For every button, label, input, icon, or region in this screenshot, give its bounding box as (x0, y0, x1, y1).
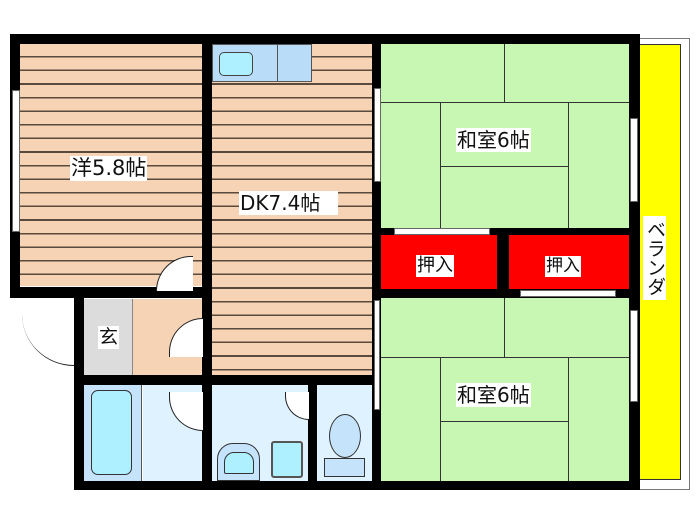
toilet-tank (324, 458, 365, 477)
wall-top (10, 34, 640, 44)
tatami-line (440, 357, 441, 481)
closet-sliding-door-left (394, 228, 490, 235)
wall-entrance-left (74, 287, 84, 490)
tatami-line (381, 357, 629, 358)
washing-machine-icon (271, 441, 303, 478)
sink-icon (219, 52, 253, 76)
tatami-line (504, 298, 505, 357)
wall-bottom (74, 481, 640, 490)
tatami-line (381, 102, 629, 103)
label-dk: DK7.4帖 (239, 191, 339, 215)
wall-mid-horizontal (74, 375, 381, 385)
wall-western-bottom (10, 287, 212, 298)
label-western: 洋5.8帖 (70, 156, 148, 181)
label-closet-right: 押入 (545, 256, 581, 277)
bathtub-icon (91, 390, 132, 475)
wall-western-dk (202, 34, 212, 490)
label-japanese-top: 和室6帖 (456, 128, 531, 152)
tatami-line (440, 166, 568, 167)
tatami-line (504, 44, 505, 102)
label-japanese-bottom: 和室6帖 (456, 383, 531, 407)
closet-sliding-door-right (520, 290, 616, 297)
label-entrance: 玄 (98, 326, 120, 349)
wall-closet-divider (497, 228, 509, 298)
tatami-line (440, 102, 441, 228)
window-japanese-bottom (630, 310, 638, 402)
sliding-door-dk-japanese (374, 300, 380, 410)
wall-right (629, 34, 640, 490)
window-japanese-top (630, 118, 638, 202)
tatami-line (568, 357, 569, 481)
kitchen-divider (277, 44, 278, 82)
tatami-line (440, 421, 568, 422)
label-closet-left: 押入 (416, 255, 454, 277)
window-western (12, 90, 20, 232)
wall-washroom-toilet (308, 375, 317, 490)
label-balcony: ベランダ (643, 216, 666, 300)
washbasin-bowl (224, 452, 254, 474)
window-dk-east (374, 88, 381, 182)
tatami-line (568, 102, 569, 228)
toilet-icon (329, 414, 361, 458)
wall-dk-japanese (372, 34, 381, 490)
room-dk (212, 44, 372, 376)
